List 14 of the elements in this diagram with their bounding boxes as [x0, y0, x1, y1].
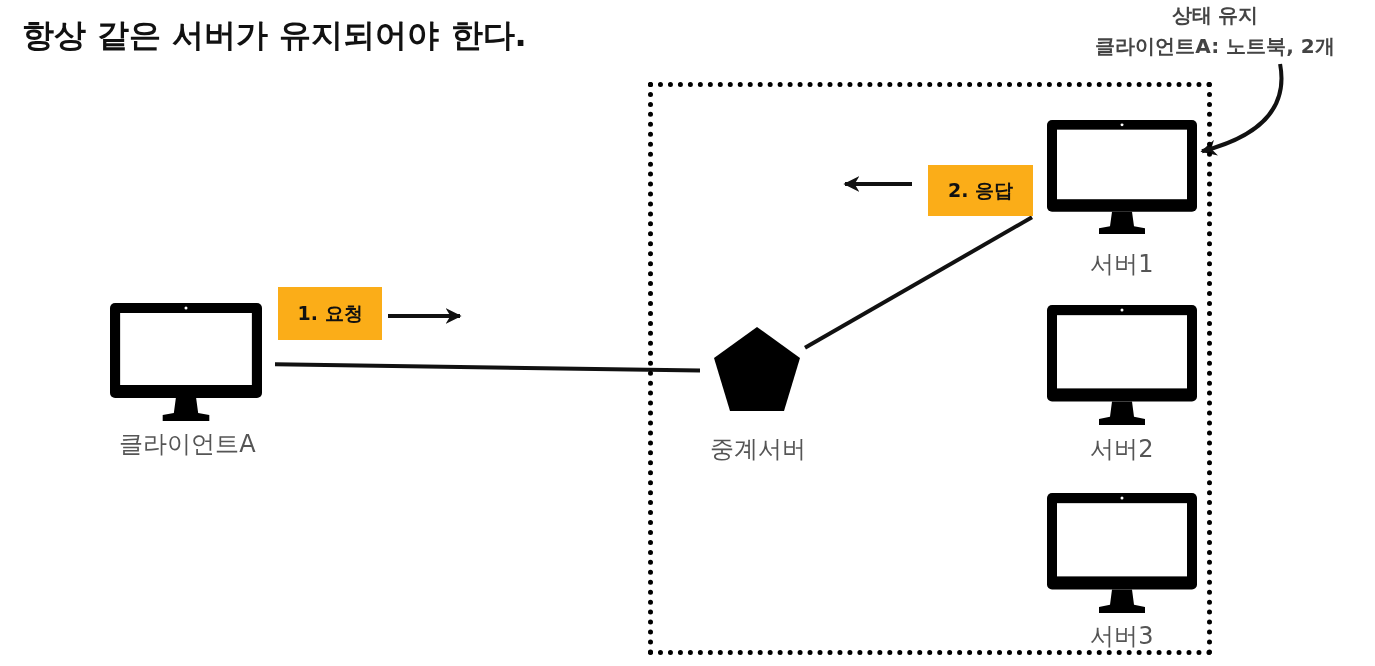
node-label: 중계서버: [708, 434, 807, 465]
server-group-box: [648, 82, 1212, 655]
step-tag: 1. 요청: [278, 287, 382, 340]
annotation-text: 클라이언트A: 노트북, 2개: [1094, 33, 1336, 60]
title: 항상 같은 서버가 유지되어야 한다.: [22, 15, 527, 56]
connector: [804, 215, 1033, 350]
connector: [274, 362, 701, 373]
connector: [1200, 63, 1284, 155]
node-label: 클라이언트A: [118, 429, 257, 460]
step-tag: 2. 응답: [928, 165, 1033, 216]
node-label: 서버2: [1089, 434, 1155, 465]
node-label: 서버3: [1089, 621, 1155, 652]
annotation-text: 상태 유지: [1170, 2, 1260, 29]
node-label: 서버1: [1089, 249, 1155, 280]
